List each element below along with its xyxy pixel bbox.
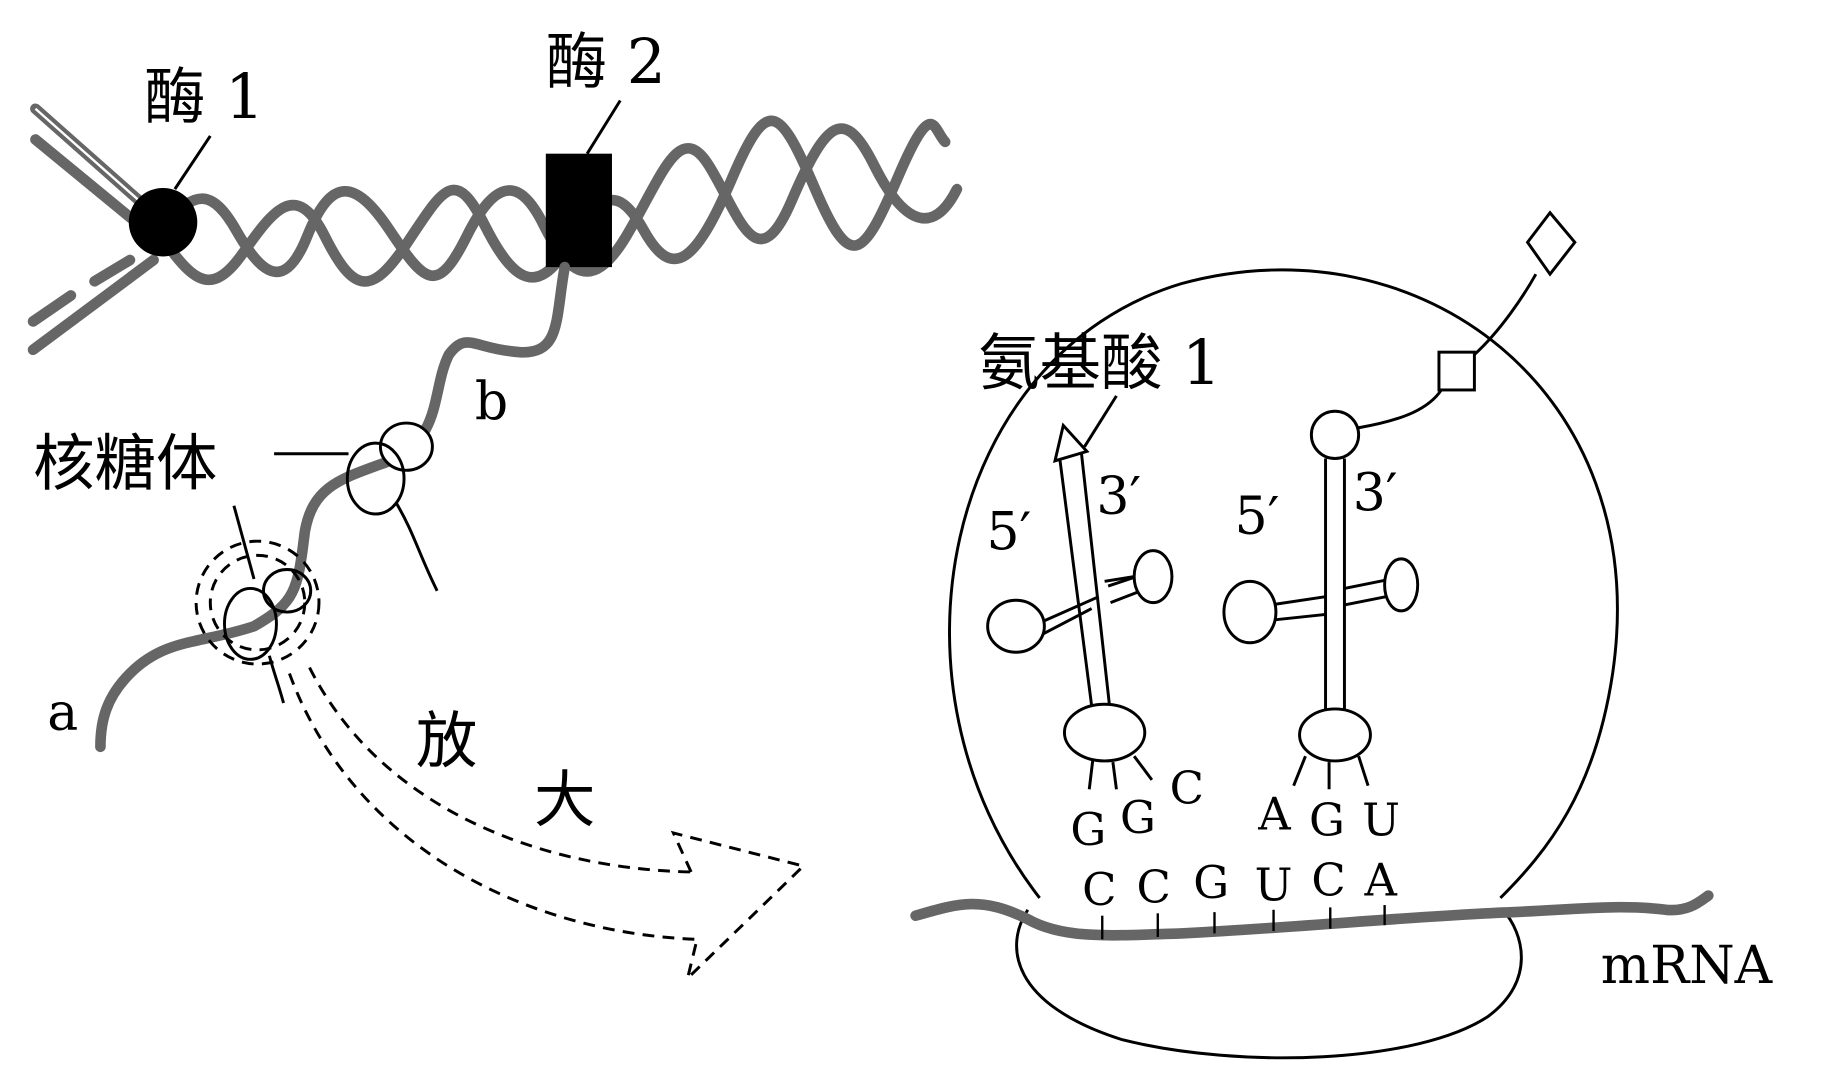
magnify-label-1: 放 (416, 706, 477, 777)
codon-base: G (1193, 856, 1229, 909)
anticodon-base: G (1070, 803, 1106, 856)
ribosome-upper (345, 421, 439, 592)
codon-base: C (1137, 861, 1171, 914)
anticodon-base: A (1257, 787, 1291, 840)
amino-acid-1-leader (1083, 395, 1118, 448)
anticodon-base: U (1362, 793, 1400, 846)
mrna-strand-enlarged (910, 890, 1714, 941)
codon-base: C (1082, 863, 1116, 916)
codon-ticks (1101, 905, 1386, 940)
trna-left (986, 422, 1174, 790)
trna-right (1222, 210, 1577, 790)
amino-acid-1-triangle (1052, 422, 1090, 463)
ribosome-leader-2 (232, 505, 256, 580)
codon-base: U (1255, 858, 1293, 911)
enzyme1-circle (128, 187, 198, 257)
anticodon-base: G (1309, 793, 1345, 846)
ribosome-enlarged (948, 268, 1619, 1060)
codon-base: A (1364, 854, 1398, 907)
ribosome-label: 核糖体 (33, 428, 217, 499)
ribosome-lower (194, 539, 321, 704)
trna-left-5prime: 5′ (986, 502, 1031, 562)
codon-base: C (1311, 854, 1345, 907)
strand-b-label: b (475, 372, 508, 432)
trna-right-3prime: 3′ (1353, 463, 1398, 523)
trna-left-3prime: 3′ (1096, 467, 1141, 527)
strand-a-label: a (47, 683, 78, 743)
enzyme2-leader (585, 99, 622, 155)
amino-acid-1-label: 氨基酸 1 (978, 328, 1221, 399)
mrna-label: mRNA (1601, 936, 1774, 996)
trna-right-5prime: 5′ (1235, 487, 1280, 547)
enzyme1-leader (173, 135, 212, 190)
anticodon-base: C (1170, 761, 1204, 814)
magnify-label-2: 大 (534, 765, 595, 836)
amino-acid-2-diamond (1525, 210, 1577, 277)
magnify-arrow (288, 666, 807, 983)
enzyme2-label: 酶 2 (546, 27, 666, 98)
mrna-strand-ab (95, 261, 571, 753)
enzyme2-block (545, 153, 612, 268)
anticodon-base: G (1120, 791, 1156, 844)
enzyme1-label: 酶 1 (144, 62, 264, 133)
